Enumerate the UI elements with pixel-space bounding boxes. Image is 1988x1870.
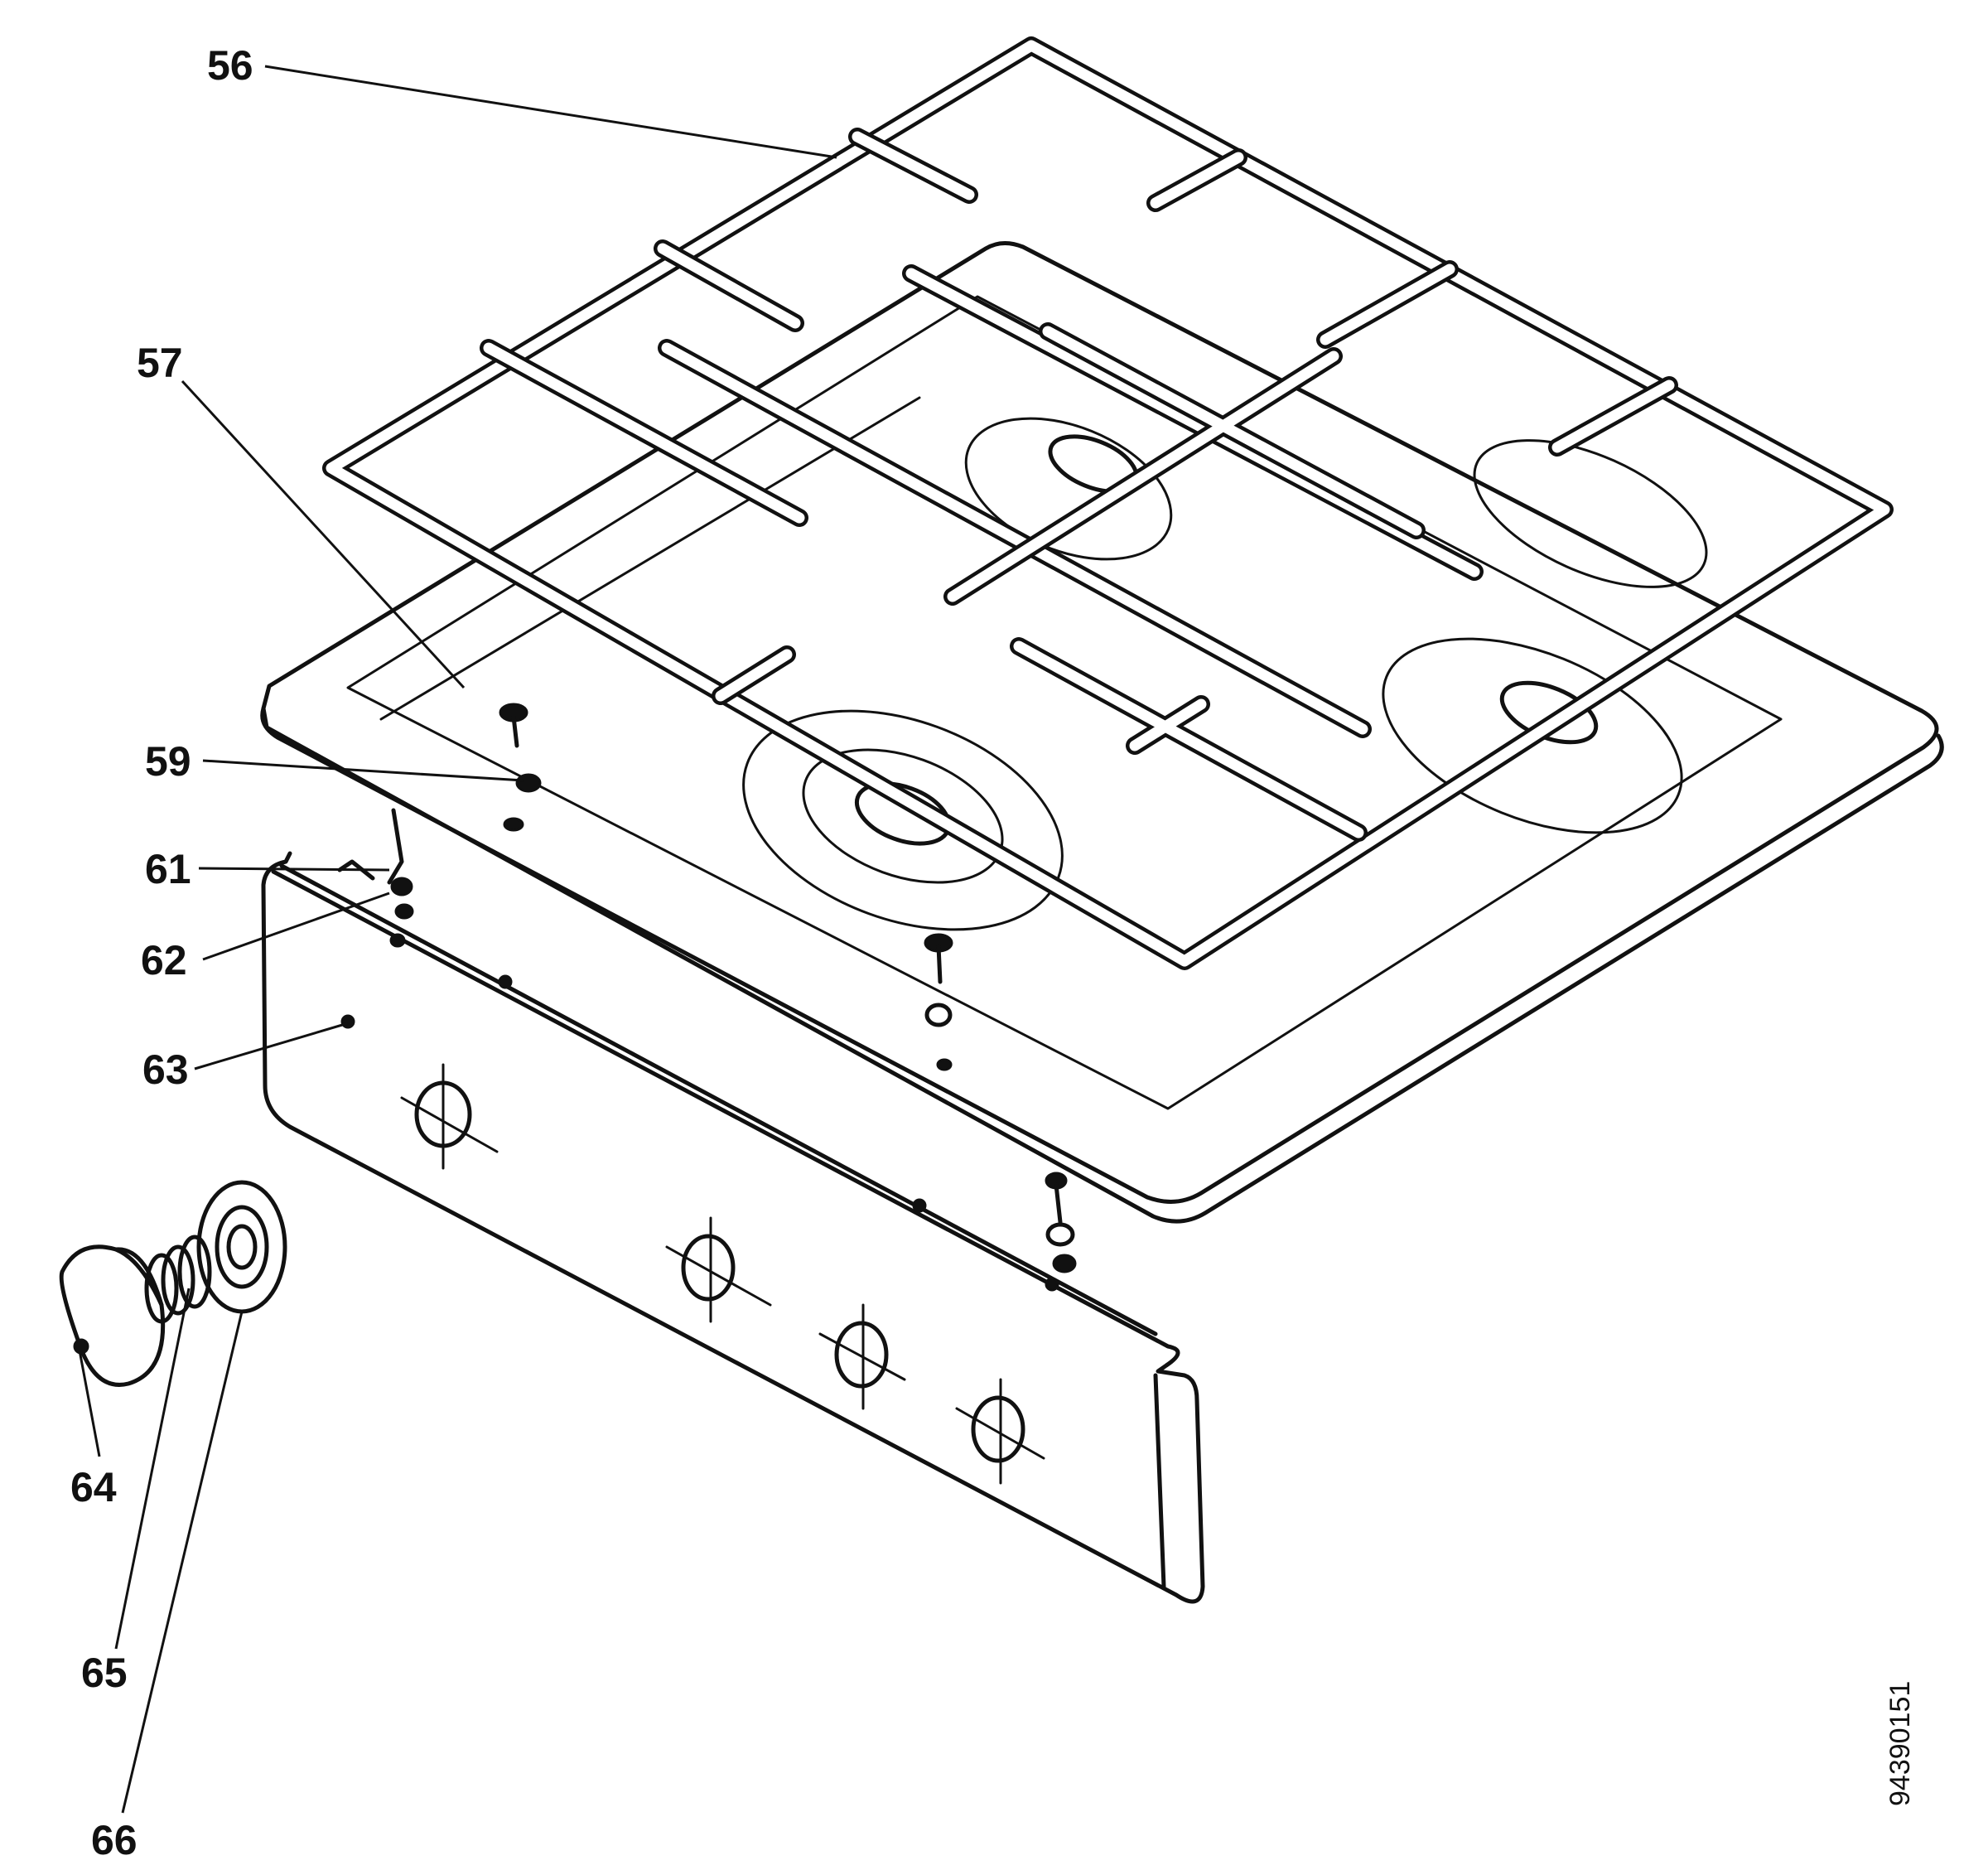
- burner-rear-left: [964, 417, 1173, 561]
- hob-top-plate: [260, 241, 1944, 1224]
- label-61: 61: [145, 846, 191, 892]
- label-63: 63: [142, 1046, 189, 1093]
- burner-rear-right: [1473, 439, 1708, 588]
- label-66: 66: [91, 1817, 138, 1863]
- pan-support-grid: [322, 36, 1894, 970]
- leader-lines: [78, 65, 837, 1814]
- label-64: 64: [70, 1464, 117, 1510]
- knob-part-64: [59, 1244, 166, 1387]
- screw-center: [924, 933, 953, 1071]
- side-fixings: [1045, 1172, 1077, 1273]
- label-65: 65: [81, 1650, 128, 1696]
- knob-hole-1: [400, 1063, 499, 1170]
- bracket-part-61: [387, 808, 413, 896]
- part-labels: 56 57 59 61 62 63 64 65 66: [70, 42, 253, 1863]
- control-panel: [261, 851, 1205, 1604]
- label-56: 56: [207, 42, 253, 89]
- spring-part-65: [144, 1235, 212, 1324]
- drawing-code: 94390151: [1884, 1681, 1916, 1806]
- bezel-part-66: [196, 1180, 287, 1314]
- label-57: 57: [137, 340, 183, 386]
- screw-part-59: [503, 773, 542, 832]
- knob-hole-4: [955, 1378, 1045, 1485]
- screw-part-57: [499, 703, 528, 748]
- knob-hole-3: [818, 1303, 906, 1410]
- label-59: 59: [145, 738, 191, 785]
- label-62: 62: [141, 937, 187, 983]
- knob-hole-2: [665, 1216, 772, 1323]
